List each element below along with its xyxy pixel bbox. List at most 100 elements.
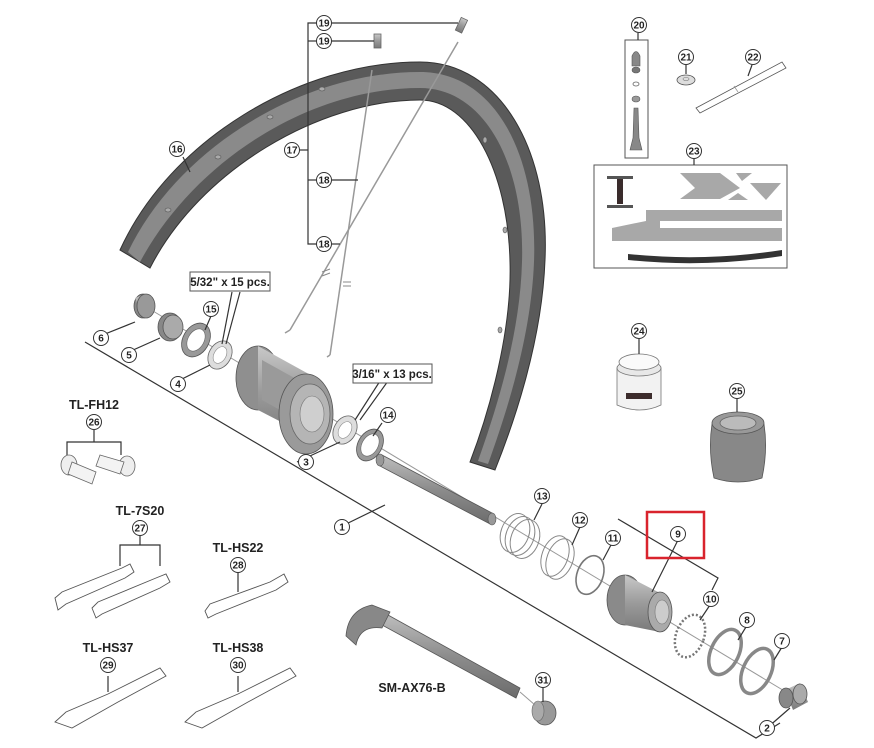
rim-nut <box>676 74 696 86</box>
callout-circle <box>93 330 109 346</box>
part-31-axle-nut <box>531 700 557 726</box>
callout-number: 17 <box>286 146 298 157</box>
callout-14: 14 <box>380 407 396 423</box>
model-tl-hs22: TL-HS22 <box>213 541 264 555</box>
callout-31: 31 <box>535 672 551 688</box>
model-tl-hs38: TL-HS38 <box>213 641 264 655</box>
callout-number: 11 <box>608 534 619 545</box>
model-tl-hs37: TL-HS37 <box>83 641 134 655</box>
grease-container <box>616 353 662 411</box>
callout-10: 10 <box>703 591 719 607</box>
callout-circle <box>739 612 755 628</box>
callout-number: 19 <box>318 19 330 30</box>
highlight-box <box>645 510 706 560</box>
bearing-tool-sleeve <box>710 411 766 483</box>
callout-12: 12 <box>572 512 588 528</box>
callout-30: 30 <box>230 657 246 673</box>
ball-note-left: 5/32" x 15 pcs. <box>189 271 271 292</box>
callout-16: 16 <box>169 141 185 157</box>
callout-circle <box>298 454 314 470</box>
callout-2: 2 <box>759 720 775 736</box>
spokes <box>284 41 459 358</box>
tool-tl-hs22 <box>204 573 289 619</box>
spoke-nipple-1 <box>373 33 382 49</box>
callout-17: 17 <box>284 142 300 158</box>
callout-circle <box>759 720 775 736</box>
callout-circle <box>132 520 148 536</box>
callout-number: 28 <box>232 561 244 572</box>
part-8-seal-ring <box>707 627 743 677</box>
rim <box>119 61 546 471</box>
callout-20: 20 <box>631 17 647 33</box>
callout-circle <box>86 414 102 430</box>
callout-circle <box>745 49 761 65</box>
thru-axle <box>345 604 521 699</box>
callout-circle <box>678 49 694 65</box>
callout-circle <box>170 376 186 392</box>
callout-number: 5 <box>126 351 132 362</box>
callout-number: 31 <box>537 676 549 687</box>
callout-29: 29 <box>100 657 116 673</box>
right-bearing-balls <box>332 415 358 445</box>
callout-circle <box>572 512 588 528</box>
part-1-hub-axle <box>375 453 497 526</box>
part-5-lock-nut <box>157 312 184 342</box>
part-11-o-ring <box>575 554 605 596</box>
callout-1: 1 <box>334 519 350 535</box>
callout-3: 3 <box>298 454 314 470</box>
part-9-freehub-body <box>606 574 673 633</box>
callout-26: 26 <box>86 414 102 430</box>
callout-number: 27 <box>134 524 146 535</box>
callout-circle <box>380 407 396 423</box>
part-10-ratchet-ring <box>673 613 707 659</box>
callout-number: 2 <box>764 724 770 735</box>
callout-number: 9 <box>675 530 681 541</box>
callout-circle <box>535 672 551 688</box>
callout-number: 15 <box>205 305 217 316</box>
callout-number: 29 <box>102 661 114 672</box>
callout-5: 5 <box>121 347 137 363</box>
callout-circle <box>774 633 790 649</box>
callout-circle <box>334 519 350 535</box>
callout-circle <box>169 141 185 157</box>
callout-25: 25 <box>729 383 745 399</box>
hub-body <box>235 345 334 455</box>
ball-note-right: 3/16" x 13 pcs. <box>352 363 433 384</box>
callout-27: 27 <box>132 520 148 536</box>
tubeless-valve-kit <box>624 39 649 159</box>
callout-8: 8 <box>739 612 755 628</box>
callout-circle <box>230 657 246 673</box>
part-13-spring <box>499 513 541 559</box>
callout-number: 12 <box>574 516 586 527</box>
callout-9: 9 <box>670 526 686 542</box>
callout-circle <box>729 383 745 399</box>
callout-number: 20 <box>633 21 645 32</box>
callout-18b: 18 <box>316 236 332 252</box>
part-7-seal-ring <box>739 646 775 696</box>
tool-tl-hs37 <box>54 667 167 729</box>
ball-note-right-text: 3/16" x 13 pcs. <box>352 369 432 381</box>
rim-tape <box>695 61 787 114</box>
callout-11: 11 <box>605 530 621 546</box>
part-12-spring <box>540 535 575 580</box>
callout-7: 7 <box>774 633 790 649</box>
callout-circle <box>316 15 332 31</box>
callout-number: 22 <box>747 53 759 64</box>
callout-number: 4 <box>175 380 181 391</box>
bracket-17 <box>300 22 458 245</box>
model-tl-fh12: TL-FH12 <box>69 398 119 412</box>
callout-number: 10 <box>705 595 717 606</box>
callout-18a: 18 <box>316 172 332 188</box>
callout-circle <box>121 347 137 363</box>
callout-circle <box>316 33 332 49</box>
ball-note-left-text: 5/32" x 15 pcs. <box>190 277 270 289</box>
callout-number: 16 <box>171 145 183 156</box>
tool-tl-7s20 <box>54 535 171 619</box>
model-sm-ax76-b: SM-AX76-B <box>378 681 445 695</box>
callout-number: 18 <box>318 240 330 251</box>
callout-number: 14 <box>382 411 394 422</box>
callout-4: 4 <box>170 376 186 392</box>
callout-circle <box>631 17 647 33</box>
callout-number: 7 <box>779 637 785 648</box>
